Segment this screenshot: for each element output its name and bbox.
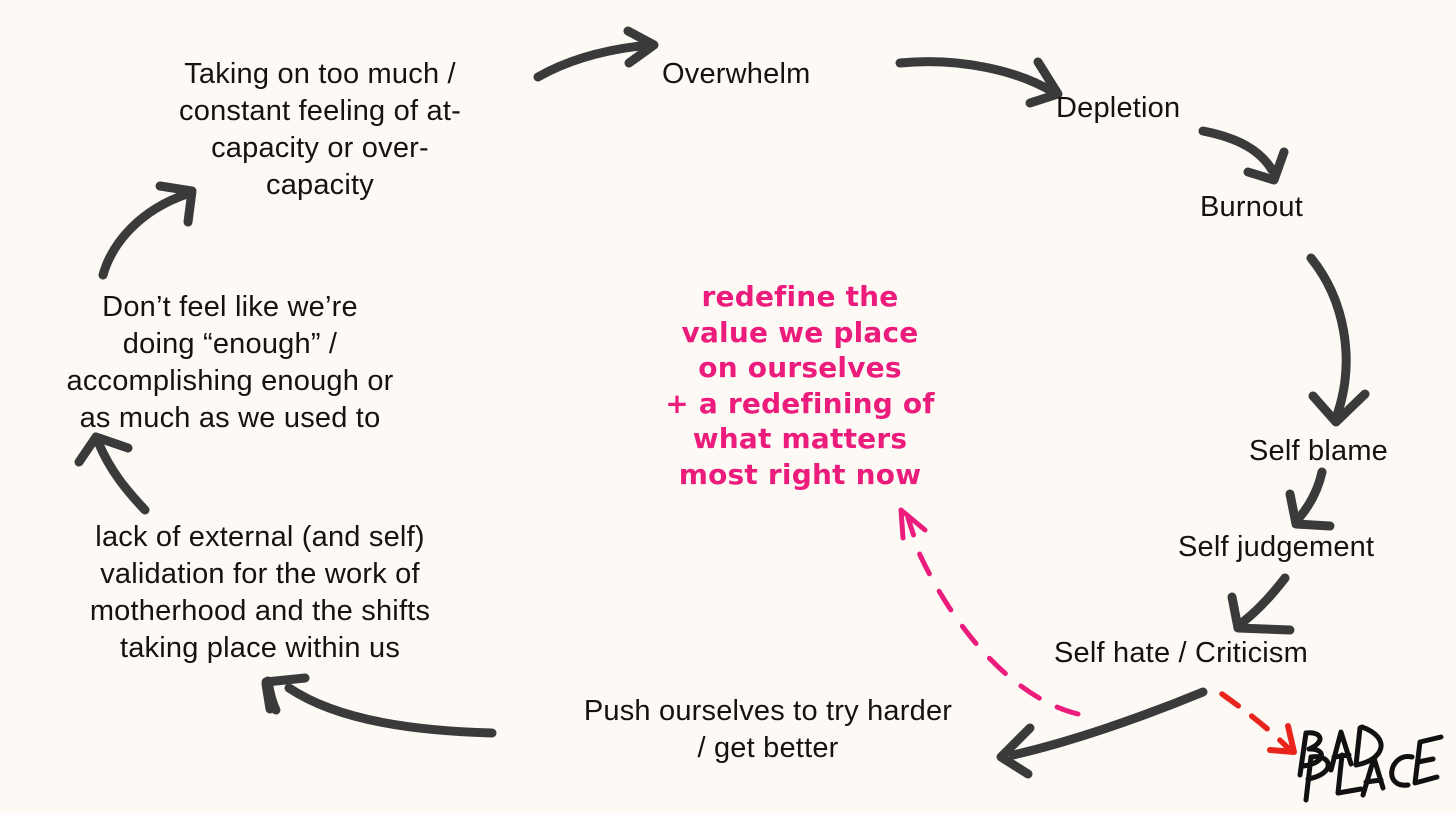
node-self-hate-criticism: Self hate / Criticism — [1054, 637, 1308, 669]
node-self-judgement: Self judgement — [1178, 531, 1375, 563]
bad-place-handwriting — [1297, 724, 1444, 803]
center-message-redefine-value: redefine the value we place on ourselves… — [665, 280, 935, 491]
arrow-overwhelm-to-depletion — [895, 57, 1063, 108]
arrow-red-to-bad-place — [1219, 691, 1297, 755]
node-taking-on-too-much: Taking on too much / constant feeling of… — [179, 58, 461, 202]
arrow-depletion-to-burnout — [1198, 126, 1289, 185]
arrow-taking-to-overwhelm — [533, 26, 659, 82]
arrow-push-to-lack-validation — [261, 673, 497, 738]
arrow-burnout-to-self-blame — [1306, 253, 1370, 427]
node-self-blame: Self blame — [1249, 435, 1389, 467]
node-depletion: Depletion — [1056, 92, 1181, 124]
arrow-pink-breakout — [898, 507, 1081, 717]
node-burnout: Burnout — [1200, 191, 1303, 223]
node-not-doing-enough: Don’t feel like we’re doing “enough” / a… — [66, 291, 394, 435]
arrow-self-blame-to-self-judgement — [1285, 467, 1335, 531]
node-push-ourselves: Push ourselves to try harder / get bette… — [583, 695, 953, 765]
arrow-self-hate-to-push — [996, 687, 1208, 779]
arrow-self-judgement-to-self-hate — [1227, 573, 1295, 635]
arrow-lack-validation-to-not-enough — [74, 432, 150, 515]
node-lack-of-validation: lack of external (and self) validation f… — [89, 521, 431, 665]
node-overwhelm: Overwhelm — [662, 58, 811, 90]
